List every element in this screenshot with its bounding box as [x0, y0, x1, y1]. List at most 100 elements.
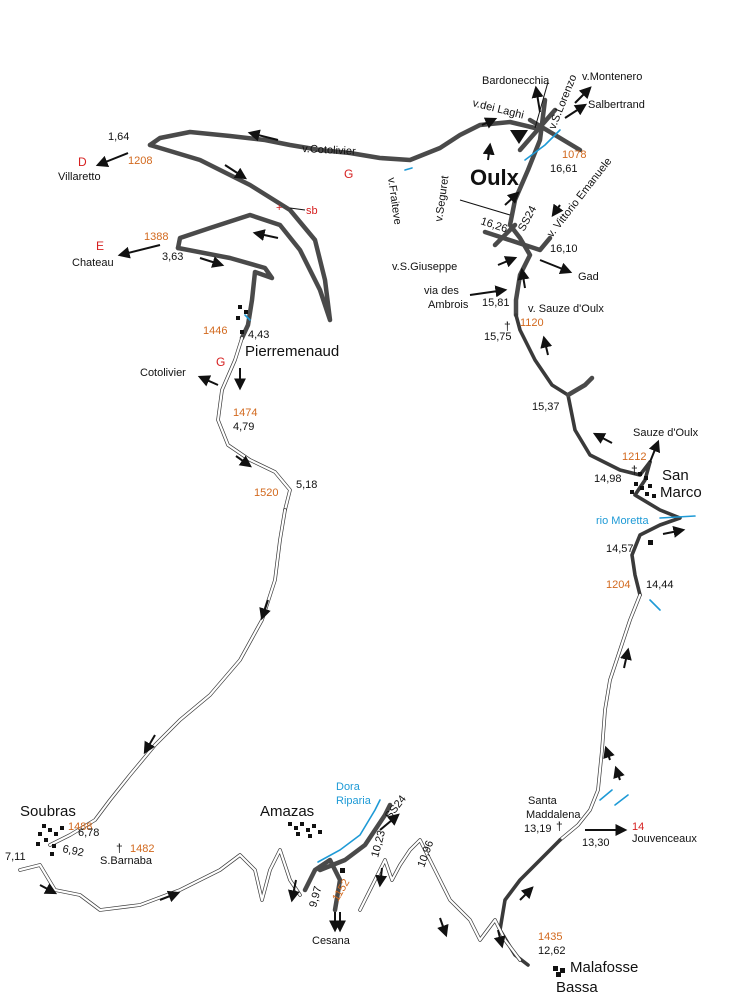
triangle-marker-icon — [510, 130, 528, 144]
arrow-icon — [592, 432, 613, 444]
label-dora-2: Riparia — [336, 795, 372, 807]
dist-4-43: 4,43 — [248, 329, 269, 341]
elev-1482: 1482 — [130, 843, 154, 855]
elev-1152: 1152 — [330, 877, 352, 903]
river-oulx — [524, 129, 561, 161]
road-oulx-cross2 — [492, 222, 518, 248]
dist-4-79: 4,79 — [233, 421, 254, 433]
dist-13-30: 13,30 — [582, 837, 610, 849]
road-ss24-amazas — [317, 802, 393, 873]
dist-3-63: 3,63 — [162, 251, 183, 263]
marker-g-mid: G — [216, 355, 225, 369]
arrow-icon — [519, 886, 534, 901]
dist-15-37: 15,37 — [532, 401, 560, 413]
label-santa-1: Santa — [528, 795, 558, 807]
building-icon — [36, 305, 656, 977]
road-oulx-cross4 — [517, 107, 558, 153]
label-ambrois-2: Ambrois — [428, 299, 469, 311]
church-cross-icon: † — [556, 819, 563, 833]
dist-14-44: 14,44 — [646, 579, 674, 591]
arrow-icon — [259, 599, 271, 621]
arrow-icon — [224, 164, 248, 180]
elev-1208: 1208 — [128, 155, 152, 167]
arrow-icon — [235, 455, 252, 468]
elev-1474: 1474 — [233, 407, 257, 419]
label-chateau: Chateau — [72, 257, 114, 269]
arrow-icon — [117, 244, 161, 259]
label-santa-2: Maddalena — [526, 809, 581, 821]
label-salbertrand: Salbertrand — [588, 99, 645, 111]
arrow-icon — [648, 439, 661, 463]
arrow-icon — [95, 152, 129, 168]
label-montenero: v.Montenero — [582, 71, 642, 83]
arrow-icon — [504, 191, 520, 206]
label-s-lorenzo: v.S.Lorenzo — [547, 73, 580, 131]
label-bardonecchia: Bardonecchia — [482, 75, 550, 87]
sb-cross-icon: + — [276, 202, 282, 214]
arrow-icon — [531, 85, 544, 113]
road-descent-west — [48, 508, 287, 847]
elev-1078: 1078 — [562, 149, 586, 161]
dist-15-75: 15,75 — [484, 331, 512, 343]
church-cross-icon: † — [504, 319, 511, 333]
label-s-barnaba: S.Barnaba — [100, 855, 153, 867]
leader-lines — [289, 81, 549, 216]
label-cotolivier: Cotolivier — [140, 367, 186, 379]
town-malafosse-1: Malafosse — [570, 959, 638, 976]
elev-1520: 1520 — [254, 487, 278, 499]
town-amazas: Amazas — [260, 803, 314, 820]
town-san-marco-1: San — [662, 467, 689, 484]
arrow-icon — [143, 734, 156, 755]
marker-e: E — [96, 239, 104, 253]
marker-sb: sb — [306, 205, 318, 217]
road-loop — [147, 142, 333, 323]
label-sauze-road: v. Sauze d'Oulx — [528, 303, 604, 315]
dist-15-81: 15,81 — [482, 297, 510, 309]
label-cesana: Cesana — [312, 935, 351, 947]
arrow-icon — [375, 867, 388, 888]
label-seguret: v.Seguret — [433, 175, 451, 223]
elev-1435: 1435 — [538, 931, 562, 943]
label-fraiteve: v.Fraiteve — [385, 177, 403, 226]
dist-16-61: 16,61 — [550, 163, 578, 175]
destination-labels: Bardonecchia v.Montenero Salbertrand v.d… — [58, 71, 699, 947]
dist-6-78: 6,78 — [78, 827, 99, 839]
direction-arrows — [39, 85, 686, 949]
church-cross-icon: † — [116, 841, 123, 855]
road-sauze — [514, 313, 652, 477]
arrow-icon — [39, 883, 58, 895]
town-pierremenaud: Pierremenaud — [245, 343, 339, 360]
dist-9-97: 9,97 — [307, 885, 324, 909]
arrow-icon — [551, 203, 564, 217]
elev-14: 14 — [632, 821, 644, 833]
label-gad: Gad — [578, 271, 599, 283]
label-dora-1: Dora — [336, 781, 361, 793]
rivers — [244, 129, 696, 863]
arrow-icon — [469, 285, 508, 298]
red-markers: D E G G sb — [78, 155, 353, 369]
dist-5-18: 5,18 — [296, 479, 317, 491]
dist-16-10: 16,10 — [550, 243, 578, 255]
road-chateau-switchback — [175, 245, 275, 341]
arrow-icon — [662, 525, 686, 538]
elev-1204: 1204 — [606, 579, 630, 591]
road-descent-east — [558, 593, 642, 842]
arrow-icon — [574, 86, 592, 104]
roads — [18, 97, 682, 967]
dist-6-92: 6,92 — [61, 843, 84, 859]
elev-1212: 1212 — [622, 451, 646, 463]
town-labels: Oulx Pierremenaud San Marco Soubras Amaz… — [20, 165, 702, 996]
elev-1446: 1446 — [203, 325, 227, 337]
arrow-icon — [497, 256, 518, 268]
label-rio-moretta: rio Moretta — [596, 515, 649, 527]
distance-labels: 1,64 16,61 16,26 16,10 3,63 15,81 15,75 … — [5, 131, 674, 957]
road-switchbacks-east — [358, 838, 522, 962]
water-labels: rio Moretta Dora Riparia — [336, 515, 649, 807]
label-cotolivier-road: v.Cotolivier — [302, 143, 356, 158]
arrow-icon — [437, 917, 449, 938]
arrow-icon — [197, 375, 219, 387]
dist-14-98: 14,98 — [594, 473, 622, 485]
building-clusters: † † † † + — [36, 130, 656, 977]
label-dei-laghi: v.dei Laghi — [471, 97, 525, 121]
